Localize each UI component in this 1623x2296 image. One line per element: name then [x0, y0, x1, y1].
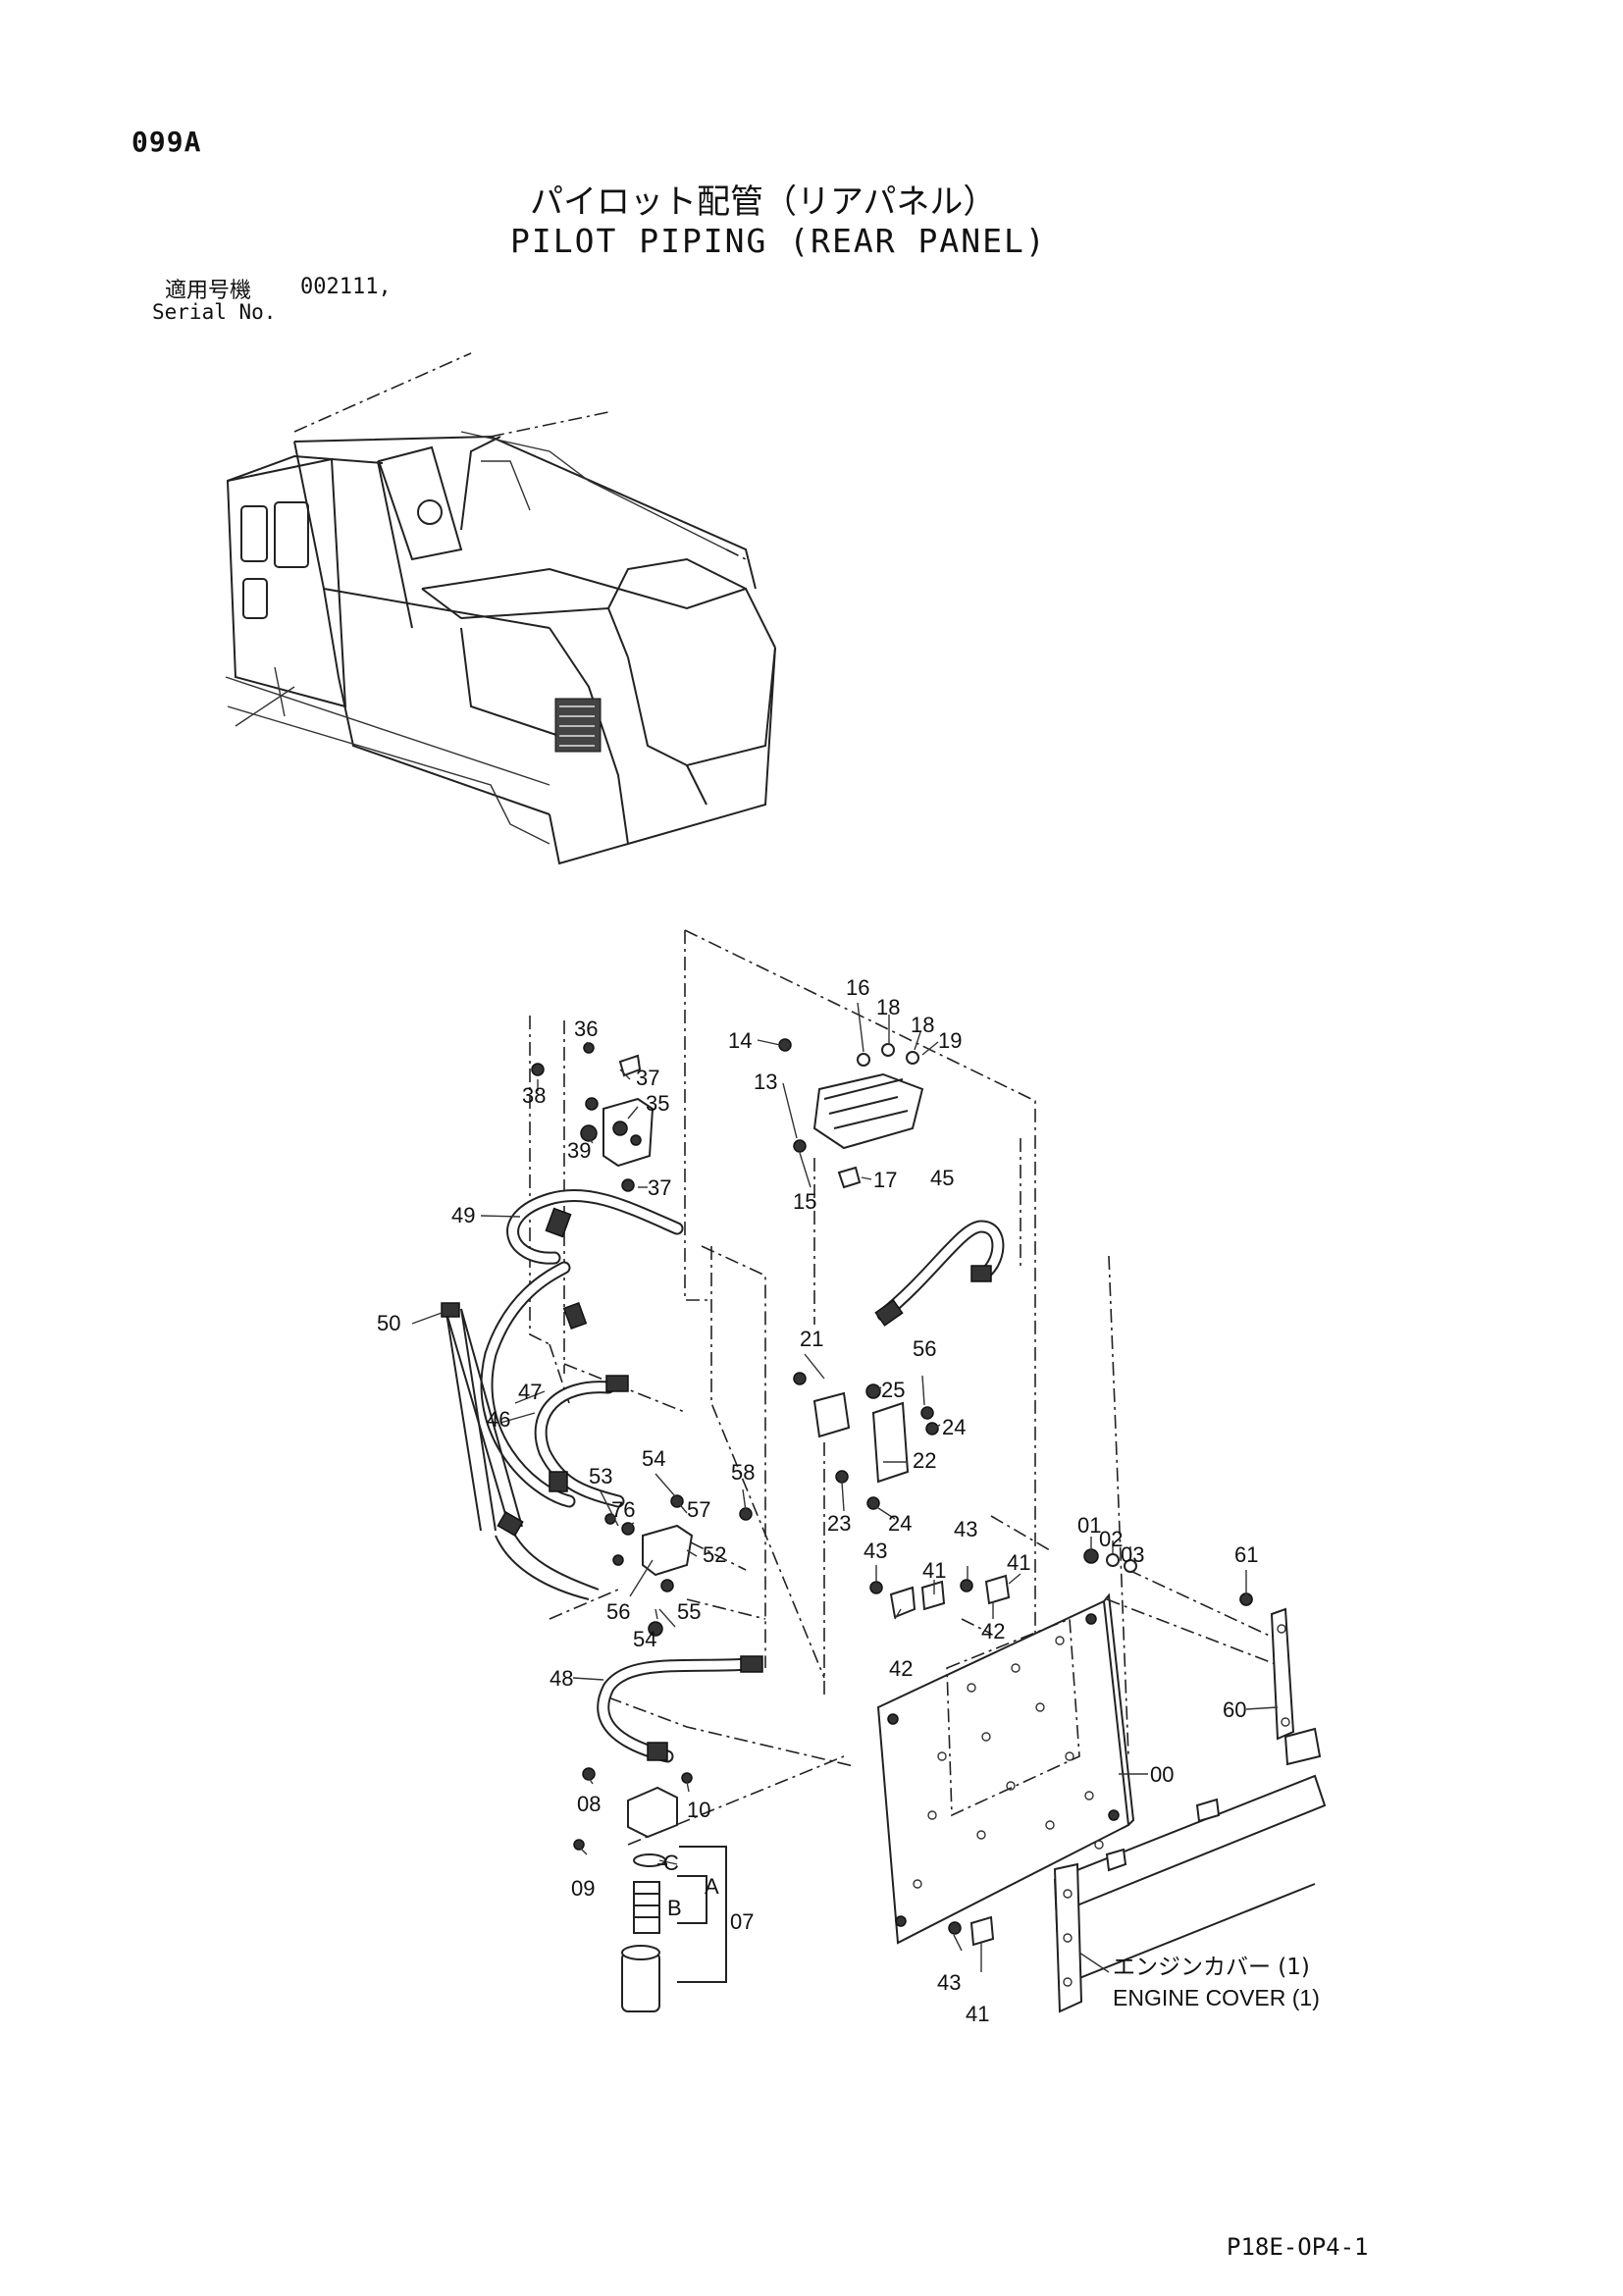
valves-and-fittings	[531, 1038, 1253, 1947]
part-label-37: 37	[648, 1175, 671, 1200]
engine-cover-note-japanese: エンジンカバー (1)	[1113, 1955, 1310, 1980]
part-label-58: 58	[731, 1460, 755, 1485]
part-label-B: B	[667, 1896, 682, 1920]
rear-panel-illustration	[876, 1592, 1135, 1945]
part-label-03: 03	[1121, 1542, 1144, 1567]
part-label-57: 57	[687, 1497, 710, 1522]
serial-label-english: Serial No.	[152, 300, 277, 324]
part-label-19: 19	[938, 1028, 962, 1053]
part-label-42: 42	[981, 1619, 1005, 1644]
part-label-08: 08	[577, 1792, 601, 1816]
part-label-43: 43	[937, 1970, 961, 1995]
part-label-02: 02	[1099, 1527, 1123, 1551]
part-label-56: 56	[913, 1336, 936, 1361]
part-label-48: 48	[550, 1666, 573, 1691]
part-label-41: 41	[1007, 1550, 1030, 1575]
page-title-japanese: パイロット配管（リアパネル）	[530, 183, 997, 222]
part-label-13: 13	[754, 1070, 777, 1094]
part-label-00: 00	[1150, 1762, 1174, 1787]
part-label-50: 50	[377, 1311, 400, 1335]
document-code: P18E-OP4-1	[1227, 2233, 1369, 2261]
part-label-53: 53	[589, 1464, 612, 1488]
part-label-49: 49	[451, 1203, 475, 1227]
part-label-14: 14	[728, 1028, 752, 1053]
part-label-43: 43	[954, 1517, 977, 1541]
part-label-15: 15	[793, 1189, 816, 1214]
serial-label-japanese: 適用号機	[165, 279, 252, 303]
part-label-23: 23	[827, 1511, 851, 1536]
leader-lines	[411, 1002, 1279, 1973]
part-label-17: 17	[873, 1168, 897, 1192]
part-label-41: 41	[966, 2002, 989, 2026]
page-title-english: PILOT PIPING (REAR PANEL)	[510, 222, 1047, 260]
part-label-55: 55	[677, 1599, 701, 1624]
serial-number-value: 002111,	[300, 275, 392, 299]
part-label-76: 76	[611, 1497, 635, 1522]
part-label-01: 01	[1077, 1513, 1101, 1538]
part-label-46: 46	[487, 1407, 510, 1432]
part-label-25: 25	[881, 1378, 905, 1402]
filter-assembly	[573, 1767, 727, 2012]
part-label-54: 54	[633, 1627, 656, 1651]
engine-cover-frame	[1053, 1592, 1327, 2013]
part-label-24: 24	[942, 1415, 966, 1439]
part-label-09: 09	[571, 1876, 595, 1901]
part-label-56: 56	[606, 1599, 630, 1624]
part-label-47: 47	[518, 1380, 542, 1404]
part-label-52: 52	[703, 1542, 726, 1567]
part-label-21: 21	[800, 1327, 823, 1351]
engine-cover-note-english: ENGINE COVER (1)	[1113, 1985, 1320, 2010]
part-label-39: 39	[567, 1138, 591, 1163]
part-label-16: 16	[846, 975, 869, 1000]
hose-assemblies	[441, 1189, 1005, 1763]
part-label-18: 18	[911, 1013, 934, 1037]
assembly-reference-lines	[529, 929, 1286, 1846]
part-label-61: 61	[1234, 1542, 1258, 1567]
part-label-10: 10	[687, 1798, 710, 1822]
part-number-labels: 14 16 18 18 19 36 37 35 38 39 37 13 17 1…	[377, 975, 1258, 2026]
part-label-43: 43	[864, 1539, 887, 1563]
part-label-60: 60	[1223, 1697, 1246, 1722]
part-label-35: 35	[646, 1091, 669, 1116]
part-label-42: 42	[889, 1656, 913, 1681]
part-label-36: 36	[574, 1017, 598, 1041]
part-label-38: 38	[522, 1083, 546, 1108]
part-label-07: 07	[730, 1909, 754, 1934]
page-code: 099A	[131, 126, 202, 158]
part-label-45: 45	[930, 1166, 954, 1190]
part-label-22: 22	[913, 1448, 936, 1473]
part-label-C: C	[663, 1851, 679, 1875]
part-label-41: 41	[922, 1558, 946, 1583]
part-label-24: 24	[888, 1511, 912, 1536]
part-label-18: 18	[876, 995, 900, 1019]
part-label-37: 37	[636, 1066, 659, 1090]
part-label-A: A	[705, 1874, 719, 1899]
part-label-54: 54	[642, 1446, 665, 1471]
machine-overview-illustration	[225, 352, 776, 865]
